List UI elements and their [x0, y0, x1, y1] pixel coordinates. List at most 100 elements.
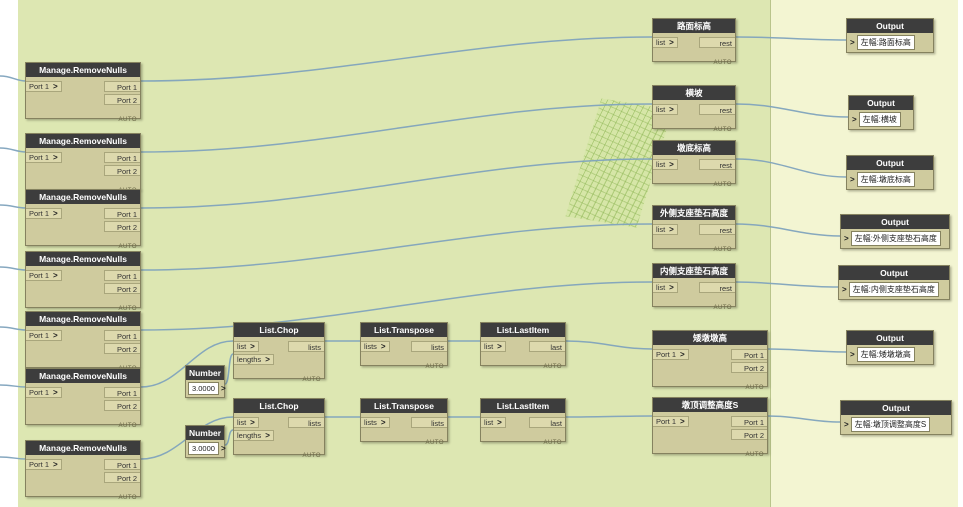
node-manage-removenulls-5[interactable]: Manage.RemoveNulls Port 1> Port 1 Port 2… [25, 311, 141, 372]
node-output-4[interactable]: Output > 左幅:外侧支座垫石高度 [840, 214, 950, 249]
lacing-auto-label[interactable]: AUTO [713, 305, 732, 311]
lacing-auto-label[interactable]: AUTO [118, 495, 137, 501]
wire[interactable] [140, 36, 653, 82]
lacing-auto-label[interactable]: AUTO [543, 364, 562, 370]
node-list-lastitem-2[interactable]: List.LastItem list> last AUTO [480, 398, 566, 446]
output-label-input[interactable]: 左幅:外侧支座垫石高度 [850, 231, 941, 246]
output-port-lists[interactable]: lists [411, 416, 447, 428]
node-title[interactable]: Manage.RemoveNulls [26, 312, 140, 326]
output-port-lists[interactable]: lists [288, 416, 324, 428]
node-title[interactable]: 外侧支座垫石高度 [653, 206, 735, 220]
node-number-1[interactable]: Number 3.0000 > [185, 365, 226, 398]
lacing-auto-label[interactable]: AUTO [745, 385, 764, 391]
lacing-auto-label[interactable]: AUTO [302, 453, 321, 459]
output-port-last[interactable]: last [529, 340, 565, 352]
output-port-last[interactable]: last [529, 416, 565, 428]
lacing-auto-label[interactable]: AUTO [118, 306, 137, 312]
output-port-2[interactable]: Port 2 [104, 93, 140, 105]
node-title[interactable]: Output [841, 401, 951, 415]
input-port-list[interactable]: list> [234, 416, 259, 428]
node-output-2[interactable]: Output > 左幅:横坡 [848, 95, 914, 130]
output-port-rest[interactable]: rest [699, 103, 735, 115]
wire[interactable] [140, 340, 234, 388]
output-label-input[interactable]: 左幅:横坡 [858, 112, 901, 127]
node-list-lastitem-1[interactable]: List.LastItem list> last AUTO [480, 322, 566, 370]
node-manage-removenulls-1[interactable]: Manage.RemoveNulls Port 1> Port 1 Port 2… [25, 62, 141, 123]
output-port-1[interactable]: Port 1 [731, 348, 767, 360]
input-port-1[interactable]: Port 1> [653, 415, 689, 427]
node-road-surface-elevation[interactable]: 路面标高 list> rest AUTO [652, 18, 736, 66]
node-output-1[interactable]: Output > 左幅:路面标高 [846, 18, 934, 53]
lacing-auto-label[interactable]: AUTO [302, 377, 321, 383]
lacing-auto-label[interactable]: AUTO [745, 452, 764, 458]
lacing-auto-label[interactable]: AUTO [713, 247, 732, 253]
input-port-list[interactable]: list> [653, 158, 678, 170]
node-pier-top-adjust-height[interactable]: 墩顶调整高度S Port 1> Port 1 Port 2 AUTO [652, 397, 768, 458]
output-port-2[interactable]: Port 2 [104, 164, 140, 176]
wire[interactable] [735, 158, 847, 178]
output-port-1[interactable]: Port 1 [104, 80, 140, 92]
wire[interactable] [140, 281, 653, 331]
lacing-auto-label[interactable]: AUTO [543, 440, 562, 446]
output-port-2[interactable]: Port 2 [104, 342, 140, 354]
input-port-1[interactable]: Port 1> [26, 269, 62, 281]
node-title[interactable]: 墩底标高 [653, 141, 735, 155]
node-cross-slope[interactable]: 横坡 list> rest AUTO [652, 85, 736, 133]
node-list-transpose-1[interactable]: List.Transpose lists> lists AUTO [360, 322, 448, 370]
input-port-1[interactable]: Port 1> [26, 458, 62, 470]
output-port-1[interactable]: Port 1 [104, 151, 140, 163]
node-title[interactable]: Output [841, 215, 949, 229]
lacing-auto-label[interactable]: AUTO [118, 423, 137, 429]
node-title[interactable]: Number [186, 426, 224, 440]
input-port-1[interactable]: Port 1> [26, 80, 62, 92]
lacing-auto-label[interactable]: AUTO [118, 244, 137, 250]
output-port-2[interactable]: Port 2 [104, 220, 140, 232]
node-title[interactable]: Manage.RemoveNulls [26, 190, 140, 204]
node-inner-bearing-pad-height[interactable]: 内侧支座垫石高度 list> rest AUTO [652, 263, 736, 311]
node-title[interactable]: List.LastItem [481, 323, 565, 337]
input-port-list[interactable]: list> [481, 340, 506, 352]
lacing-auto-label[interactable]: AUTO [713, 60, 732, 66]
input-port-1[interactable]: Port 1> [26, 151, 62, 163]
node-title[interactable]: 路面标高 [653, 19, 735, 33]
node-title[interactable]: Output [839, 266, 949, 280]
wire[interactable] [0, 384, 27, 388]
output-port-1[interactable]: Port 1 [731, 415, 767, 427]
node-title[interactable]: Output [847, 156, 933, 170]
number-value-input[interactable]: 3.0000 [188, 442, 219, 455]
output-label-input[interactable]: 左幅:墩顶调整高度S [850, 417, 931, 432]
node-title[interactable]: List.Transpose [361, 323, 447, 337]
node-short-pier-height[interactable]: 矮墩墩高 Port 1> Port 1 Port 2 AUTO [652, 330, 768, 391]
node-manage-removenulls-3[interactable]: Manage.RemoveNulls Port 1> Port 1 Port 2… [25, 189, 141, 250]
output-port-rest[interactable]: rest [699, 281, 735, 293]
output-port-rest[interactable]: rest [699, 158, 735, 170]
wire[interactable] [140, 103, 653, 153]
lacing-auto-label[interactable]: AUTO [713, 182, 732, 188]
input-port-list[interactable]: list> [653, 36, 678, 48]
node-title[interactable]: 矮墩墩高 [653, 331, 767, 345]
node-title[interactable]: 内侧支座垫石高度 [653, 264, 735, 278]
input-port-lengths[interactable]: lengths> [234, 353, 274, 365]
wire[interactable] [0, 456, 27, 460]
node-title[interactable]: Manage.RemoveNulls [26, 441, 140, 455]
input-port-1[interactable]: Port 1> [26, 386, 62, 398]
node-list-chop-1[interactable]: List.Chop list> lists lengths> AUTO [233, 322, 325, 383]
output-label-input[interactable]: 左幅:内侧支座垫石高度 [848, 282, 939, 297]
output-port-2[interactable]: Port 2 [731, 361, 767, 373]
wire[interactable] [735, 281, 839, 288]
output-port-rest[interactable]: rest [699, 223, 735, 235]
input-port-lists[interactable]: lists> [361, 340, 390, 352]
node-output-7[interactable]: Output > 左幅:墩顶调整高度S [840, 400, 952, 435]
output-port-2[interactable]: Port 2 [104, 282, 140, 294]
node-title[interactable]: List.Chop [234, 323, 324, 337]
wire[interactable] [140, 158, 653, 209]
node-title[interactable]: Output [849, 96, 913, 110]
output-port-rest[interactable]: rest [699, 36, 735, 48]
node-output-5[interactable]: Output > 左幅:内侧支座垫石高度 [838, 265, 950, 300]
output-port-1[interactable]: Port 1 [104, 386, 140, 398]
input-port-list[interactable]: list> [234, 340, 259, 352]
lacing-auto-label[interactable]: AUTO [118, 117, 137, 123]
node-title[interactable]: List.LastItem [481, 399, 565, 413]
node-list-chop-2[interactable]: List.Chop list> lists lengths> AUTO [233, 398, 325, 459]
